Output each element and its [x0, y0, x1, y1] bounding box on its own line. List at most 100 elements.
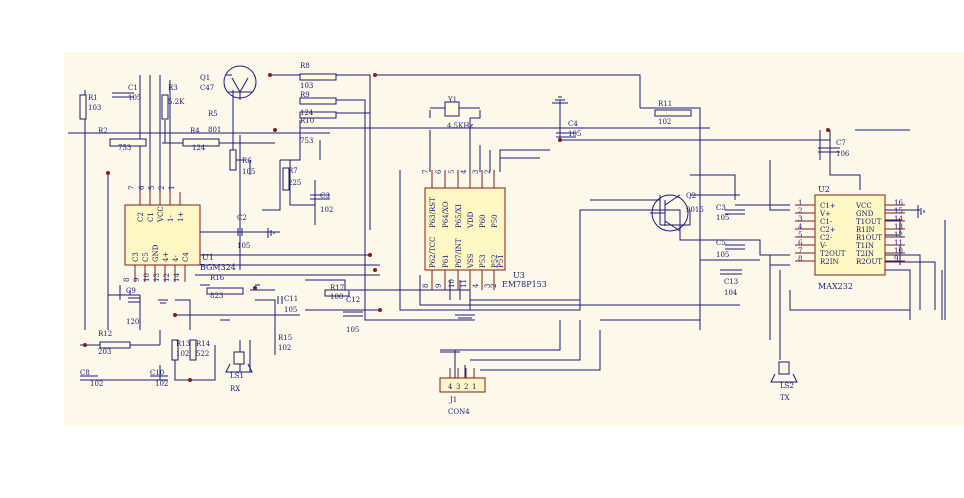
- component-value-r4: 124: [192, 144, 206, 152]
- component-value-r3: 5.2K: [168, 98, 185, 106]
- u1-pinnum-bottom-4: 12: [163, 273, 171, 282]
- u2-pinnum-right-6: 10: [894, 247, 903, 255]
- crystal-y1: [444, 101, 460, 117]
- component-ref-c1: C1: [128, 84, 138, 92]
- u2-pin-right-7: R2OUT: [856, 258, 882, 266]
- capacitors: [80, 92, 840, 381]
- u2-pin-left-3: C2+: [820, 226, 836, 234]
- capacitor-c5: [725, 244, 745, 250]
- u2-pin-right-6: T2IN: [856, 250, 874, 258]
- u3-pinnum-bottom-3: 11: [460, 279, 468, 288]
- u1-pin-4: 1+: [177, 212, 185, 222]
- resistors: [79, 73, 692, 361]
- component-ref-c13: C13: [724, 278, 738, 286]
- component-value-c5: 105: [716, 251, 729, 259]
- u2-pinnum-left-7: 8: [798, 255, 802, 263]
- u3-pin-bottom-0: P62/TCC: [429, 237, 437, 268]
- u1-pinnum-top-3: 2: [158, 186, 166, 190]
- component-value-r2: 753: [118, 144, 131, 152]
- u3-ref: U3: [513, 271, 525, 280]
- u2-pin-left-4: C2-: [820, 234, 833, 242]
- component-ref-j1: J1: [449, 396, 457, 404]
- u2-pin-left-1: V+: [819, 210, 831, 218]
- component-value-r10: 753: [300, 137, 313, 145]
- component-value-c4: 105: [568, 130, 581, 138]
- u2-pinnum-left-6: 7: [798, 247, 802, 255]
- j1-pin-3: 1: [472, 383, 476, 391]
- u1-pin-b-0: C3: [132, 252, 140, 262]
- component-labels: R1103C1105R35.2KQ1C47R8103R9124R10753R27…: [80, 62, 850, 416]
- component-ref-r2: R2: [98, 127, 108, 135]
- u1-pinnum-top-1: 6: [138, 185, 146, 190]
- capacitor-c7: [818, 147, 840, 153]
- u2-pin-left-2: C1-: [820, 218, 833, 226]
- u1-pin-b-3: 4+: [162, 252, 170, 262]
- resistor-r11: [654, 109, 692, 117]
- resistor-r12: [99, 341, 131, 349]
- resistor-r8: [299, 73, 337, 81]
- component-ref-r17: R17: [330, 284, 344, 292]
- component-value-y1: 4.5KHz: [447, 122, 473, 130]
- resistor-r16: [206, 287, 244, 295]
- u3-pin-bottom-3: VSS: [467, 253, 475, 269]
- u1-pin-b-1: C5: [142, 252, 150, 262]
- capacitor-c3b: [725, 209, 745, 215]
- u2-ref: U2: [818, 185, 830, 194]
- u1-pin-0: C2: [137, 212, 145, 222]
- component-value-c8: 102: [90, 380, 103, 388]
- u2-pinnum-right-1: 15: [894, 207, 903, 215]
- junctions: [83, 73, 830, 382]
- component-value-r7: 225: [288, 179, 301, 187]
- u2-pinnum-right-7: 9: [894, 255, 898, 263]
- u3-pinnum-bottom-2: 10: [448, 279, 456, 288]
- u2-pinnum-left-5: 6: [798, 239, 803, 247]
- u3-pin-top-4: P60: [479, 214, 487, 228]
- component-ref-c3: C3: [320, 192, 330, 200]
- transistor-q1: [223, 65, 257, 100]
- transistor-q2: [650, 194, 689, 232]
- pin-stubs: [134, 170, 905, 378]
- u3-pinnum-top-5: 2: [484, 170, 492, 174]
- u2-pinnum-right-3: 13: [894, 223, 903, 231]
- u2-pin-right-1: GND: [856, 210, 874, 218]
- u2-pin-right-4: R1OUT: [856, 234, 882, 242]
- u2-pinnum-left-0: 1: [798, 199, 802, 207]
- component-ref-c11: C11: [284, 295, 298, 303]
- component-value-c11: 105: [284, 306, 297, 314]
- speaker-ls2: [770, 361, 798, 383]
- component-value-ls2: TX: [780, 394, 790, 402]
- capacitor-c13: [720, 269, 742, 275]
- u2-pin-right-0: VCC: [855, 202, 872, 210]
- component-value-c3: 102: [320, 206, 333, 214]
- u1-pin-b-2: GND: [152, 244, 160, 262]
- component-value-c3: 105: [716, 214, 729, 222]
- component-value-q1: C47: [200, 84, 214, 92]
- resistor-r4: [182, 138, 220, 147]
- u1-pinnum-bottom-5: 14: [173, 273, 181, 282]
- component-ref-q2: Q2: [686, 192, 696, 200]
- component-ref-c9: C9: [126, 287, 136, 295]
- component-value-c1: 105: [128, 94, 141, 102]
- u2-pin-right-5: T1IN: [856, 242, 874, 250]
- u2-pinnum-right-0: 16: [894, 199, 903, 207]
- component-ref-c4: C4: [568, 120, 578, 128]
- component-value-r11: 102: [658, 118, 671, 126]
- u1-part: BGM324: [200, 263, 236, 272]
- connector-j1: [439, 377, 486, 393]
- resistor-r17: [324, 289, 350, 297]
- u1-pinnum-bottom-2: 10: [143, 273, 151, 282]
- u2-pinnum-right-4: 12: [894, 231, 903, 239]
- u2-pin-left-6: T2OUT: [820, 250, 846, 258]
- component-ref-c12: C12: [346, 296, 360, 304]
- resistor-r14: [189, 339, 197, 361]
- component-value-r16: 823: [210, 292, 223, 300]
- u3-pin-top-3: VDD: [467, 211, 475, 229]
- u1-pin-b-5: C4: [182, 252, 190, 262]
- resistor-r3: [161, 94, 169, 120]
- ground-symbols: [158, 96, 925, 353]
- u1-pin-3: 1-: [167, 215, 175, 222]
- capacitor-c2: [237, 228, 243, 236]
- ic-u2: [814, 194, 886, 276]
- resistor-r6: [229, 149, 237, 171]
